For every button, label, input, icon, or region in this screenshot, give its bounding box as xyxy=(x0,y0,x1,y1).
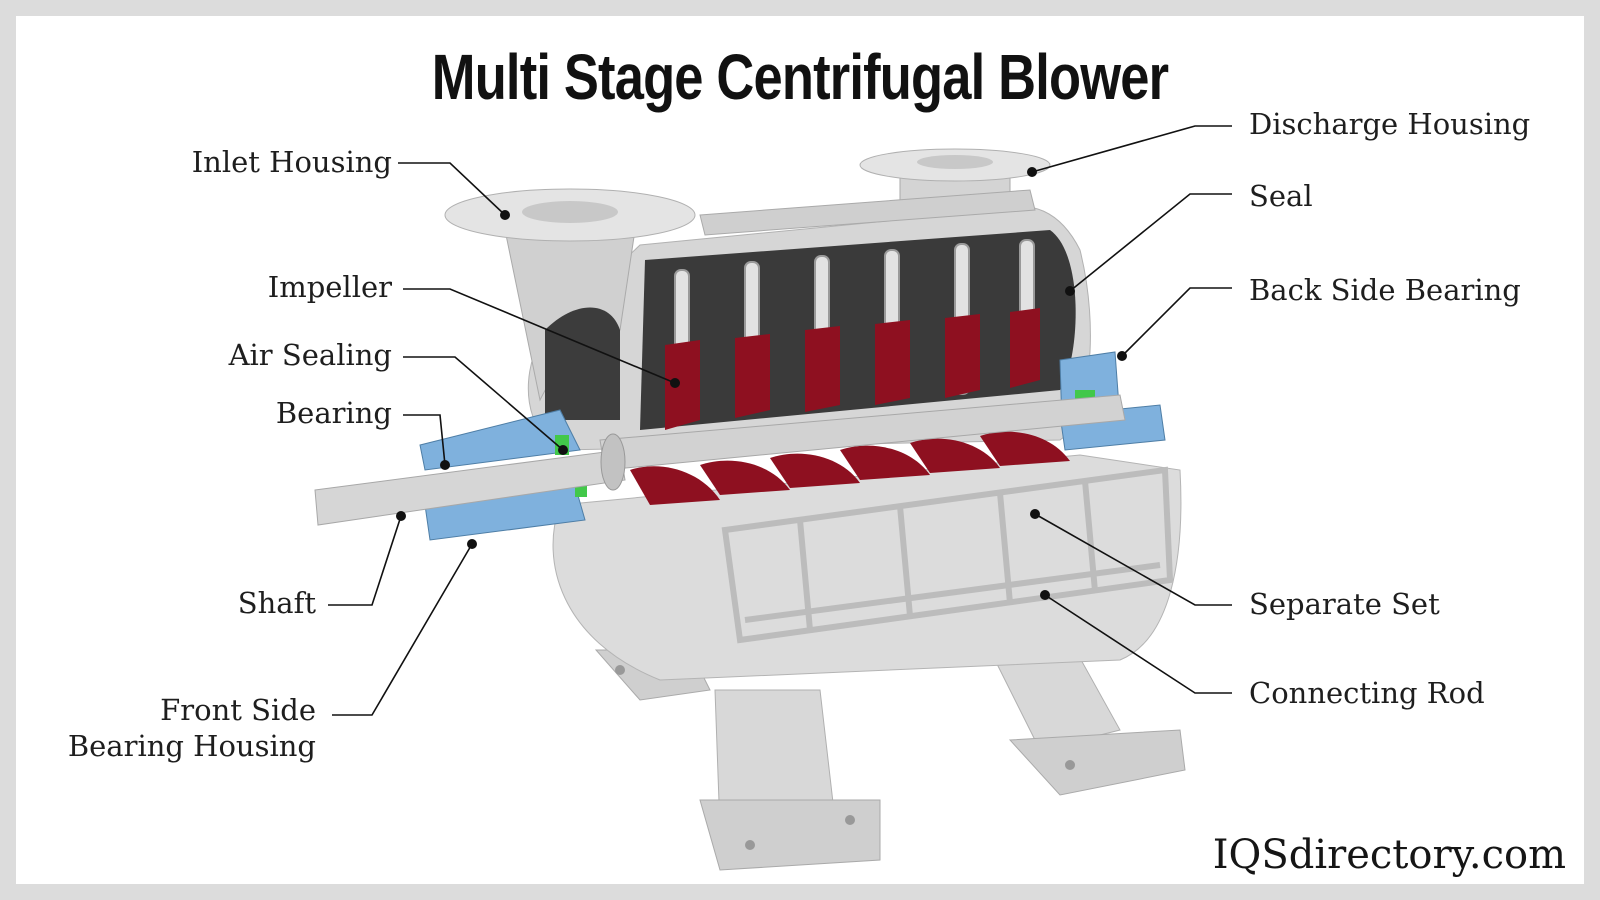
brand-watermark: IQSdirectory.com xyxy=(1212,832,1566,878)
label-back-side-bearing: Back Side Bearing xyxy=(1249,273,1521,307)
diagram-title: Multi Stage Centrifugal Blower xyxy=(431,41,1169,113)
label-inlet-housing: Inlet Housing xyxy=(191,145,392,179)
label-shaft: Shaft xyxy=(237,586,316,620)
shaft xyxy=(314,394,1126,526)
inlet-housing xyxy=(444,188,696,420)
label-impeller: Impeller xyxy=(267,270,392,304)
discharge-housing xyxy=(699,148,1051,236)
lower-impellers xyxy=(630,431,1070,505)
leader-lines xyxy=(328,125,1232,716)
label-front-side-line2: Bearing Housing xyxy=(67,729,316,763)
separate-set-frame xyxy=(721,466,1174,644)
label-bearing: Bearing xyxy=(275,396,392,430)
blower-feet xyxy=(594,639,1186,871)
label-front-side-line1: Front Side xyxy=(160,693,316,727)
upper-interior xyxy=(640,230,1076,430)
label-discharge-housing: Discharge Housing xyxy=(1249,107,1531,141)
leader-dots xyxy=(396,167,1127,600)
label-separate-set: Separate Set xyxy=(1249,587,1440,621)
label-seal: Seal xyxy=(1249,179,1313,213)
label-connecting-rod: Connecting Rod xyxy=(1249,676,1485,710)
label-front-side-bearing-housing: Front Side Bearing Housing xyxy=(68,692,316,764)
label-air-sealing: Air Sealing xyxy=(228,338,392,372)
